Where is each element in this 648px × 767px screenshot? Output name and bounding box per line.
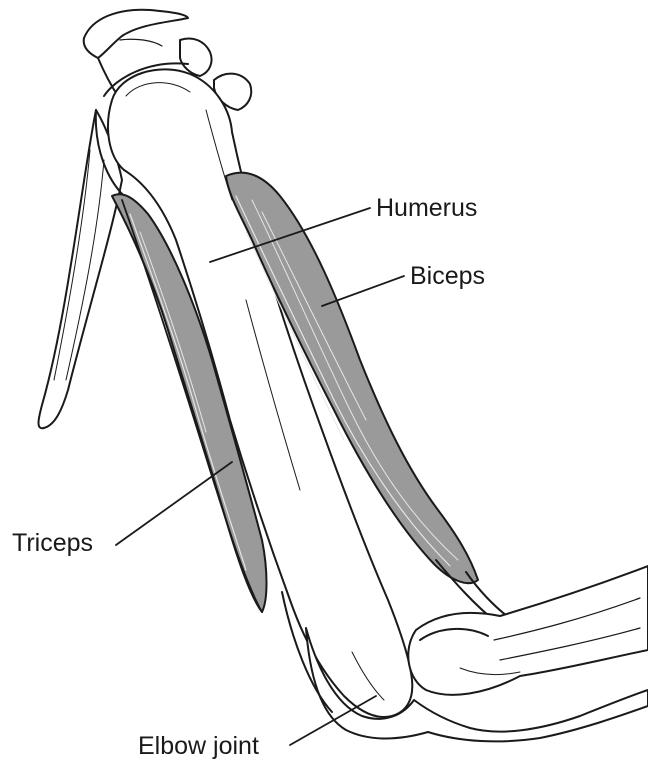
humerus-label: Humerus	[376, 196, 477, 221]
biceps-label: Biceps	[410, 264, 485, 289]
acromion-shape	[84, 10, 188, 58]
biceps-leader-line	[322, 276, 404, 306]
triceps-leader-line	[116, 462, 232, 545]
elbow-joint-label: Elbow joint	[138, 734, 259, 759]
triceps-label: Triceps	[12, 531, 93, 556]
scapula-shape	[39, 110, 123, 428]
